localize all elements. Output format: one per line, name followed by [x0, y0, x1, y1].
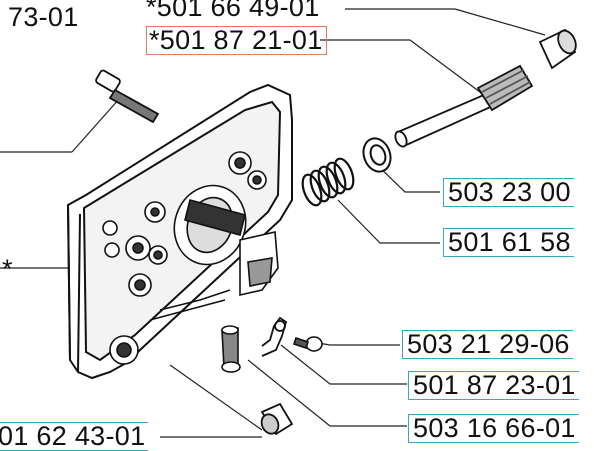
leader-lines [0, 8, 546, 438]
pump-shaft [394, 64, 534, 148]
part-label-right-2: 501 61 58 [443, 228, 574, 257]
part-label-right-3: 503 21 29-06 [402, 330, 573, 359]
part-label-highlighted: *501 87 21-01 [146, 26, 327, 55]
housing-details [102, 151, 279, 365]
small-screw [292, 336, 323, 352]
spring [301, 157, 355, 207]
part-label-top-center: *501 66 49-01 [146, 0, 320, 22]
part-label-bottom-left: 01 62 43-01 [0, 422, 149, 451]
part-label-asterisk: * [2, 254, 13, 284]
adjusting-screw [221, 325, 241, 373]
part-label-right-5: 503 16 66-01 [408, 414, 579, 443]
seal-ring [362, 137, 392, 173]
screw-top-left [95, 69, 160, 124]
part-label-right-1: 503 23 00 [443, 178, 574, 207]
part-label-top-left: 73-01 [8, 2, 79, 32]
end-cap [538, 28, 577, 70]
retaining-clip [261, 316, 288, 357]
part-label-right-4: 501 87 23-01 [408, 371, 579, 400]
hex-nut [260, 402, 294, 436]
